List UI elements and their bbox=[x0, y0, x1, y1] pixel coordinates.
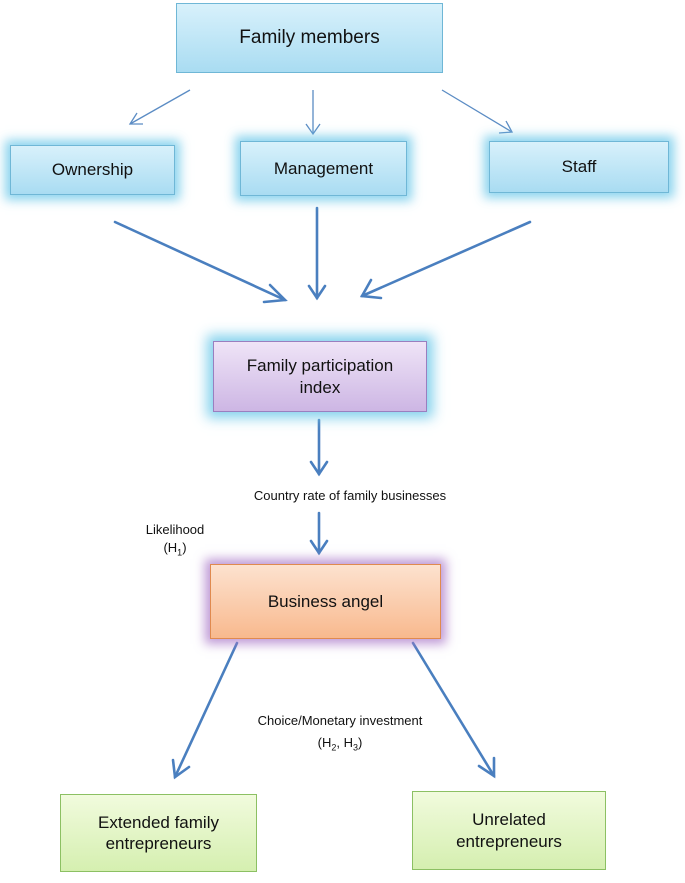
business-angel-label: Business angel bbox=[267, 591, 384, 611]
arrow-country-rate-to-business-angel bbox=[309, 511, 329, 556]
arrow-management-to-index bbox=[307, 206, 327, 301]
extended-family-line-2: entrepreneurs bbox=[105, 834, 212, 853]
ownership-box: Ownership bbox=[10, 145, 175, 195]
h2-h3-label: (H2, H3) bbox=[317, 734, 363, 753]
family-participation-index-line-1: Family participation bbox=[246, 356, 394, 376]
staff-label: Staff bbox=[561, 157, 597, 177]
h1-label: (H1) bbox=[163, 539, 187, 558]
extended-family-line-1: Extended family bbox=[98, 812, 219, 832]
arrow-staff-to-index bbox=[359, 220, 532, 300]
arrow-members-to-management bbox=[305, 90, 321, 136]
staff-box: Staff bbox=[489, 141, 669, 193]
arrow-index-to-country-rate bbox=[309, 418, 329, 477]
country-rate-text: Country rate of family businesses bbox=[253, 488, 447, 503]
extended-family-box: Extended family entrepreneurs bbox=[60, 794, 257, 872]
arrow-members-to-ownership bbox=[128, 89, 191, 125]
likelihood-label: Likelihood (H1) bbox=[130, 521, 220, 558]
family-members-box: Family members bbox=[176, 3, 443, 73]
arrow-business-angel-to-extended-family bbox=[171, 641, 239, 780]
choice-text: Choice/Monetary investment bbox=[257, 713, 423, 728]
arrow-ownership-to-index bbox=[113, 220, 288, 304]
business-angel-box: Business angel bbox=[210, 564, 441, 639]
country-rate-label: Country rate of family businesses bbox=[200, 487, 500, 505]
management-box: Management bbox=[240, 141, 407, 196]
management-label: Management bbox=[273, 158, 374, 178]
likelihood-text: Likelihood bbox=[145, 522, 205, 537]
arrow-business-angel-to-unrelated bbox=[411, 641, 496, 779]
family-members-label: Family members bbox=[239, 27, 380, 49]
family-participation-index-box: Family participation index bbox=[213, 341, 427, 412]
choice-label: Choice/Monetary investment (H2, H3) bbox=[215, 712, 465, 753]
ownership-label: Ownership bbox=[51, 160, 134, 180]
unrelated-box: Unrelated entrepreneurs bbox=[412, 791, 606, 870]
arrow-members-to-staff bbox=[441, 89, 514, 134]
unrelated-line-2: entrepreneurs bbox=[456, 831, 562, 851]
family-participation-index-line-2: index bbox=[299, 377, 341, 397]
unrelated-line-1: Unrelated bbox=[472, 810, 546, 830]
